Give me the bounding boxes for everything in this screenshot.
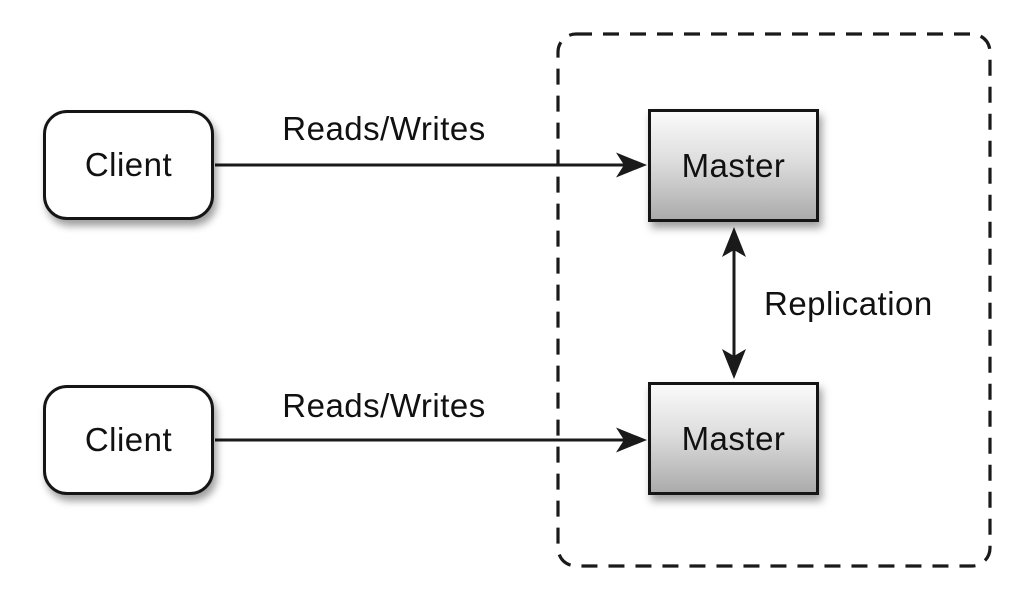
master-node-2-label: Master: [681, 419, 786, 457]
client-node-2: Client: [43, 385, 214, 495]
client-node-1-label: Client: [84, 146, 173, 183]
client-node-1: Client: [43, 110, 214, 220]
masters-boundary: [556, 32, 992, 568]
reads-writes-arrow-2: [215, 427, 647, 453]
reads-writes-arrow-1: [215, 152, 647, 178]
master-node-2: Master: [648, 382, 819, 495]
master-node-1: Master: [648, 109, 819, 222]
replication-arrow: [722, 227, 746, 379]
replication-label: Replication: [764, 285, 933, 322]
reads-writes-label-1: Reads/Writes: [282, 110, 486, 147]
client-node-2-label: Client: [84, 421, 173, 458]
master-node-1-label: Master: [681, 146, 786, 184]
reads-writes-label-2: Reads/Writes: [282, 387, 486, 424]
